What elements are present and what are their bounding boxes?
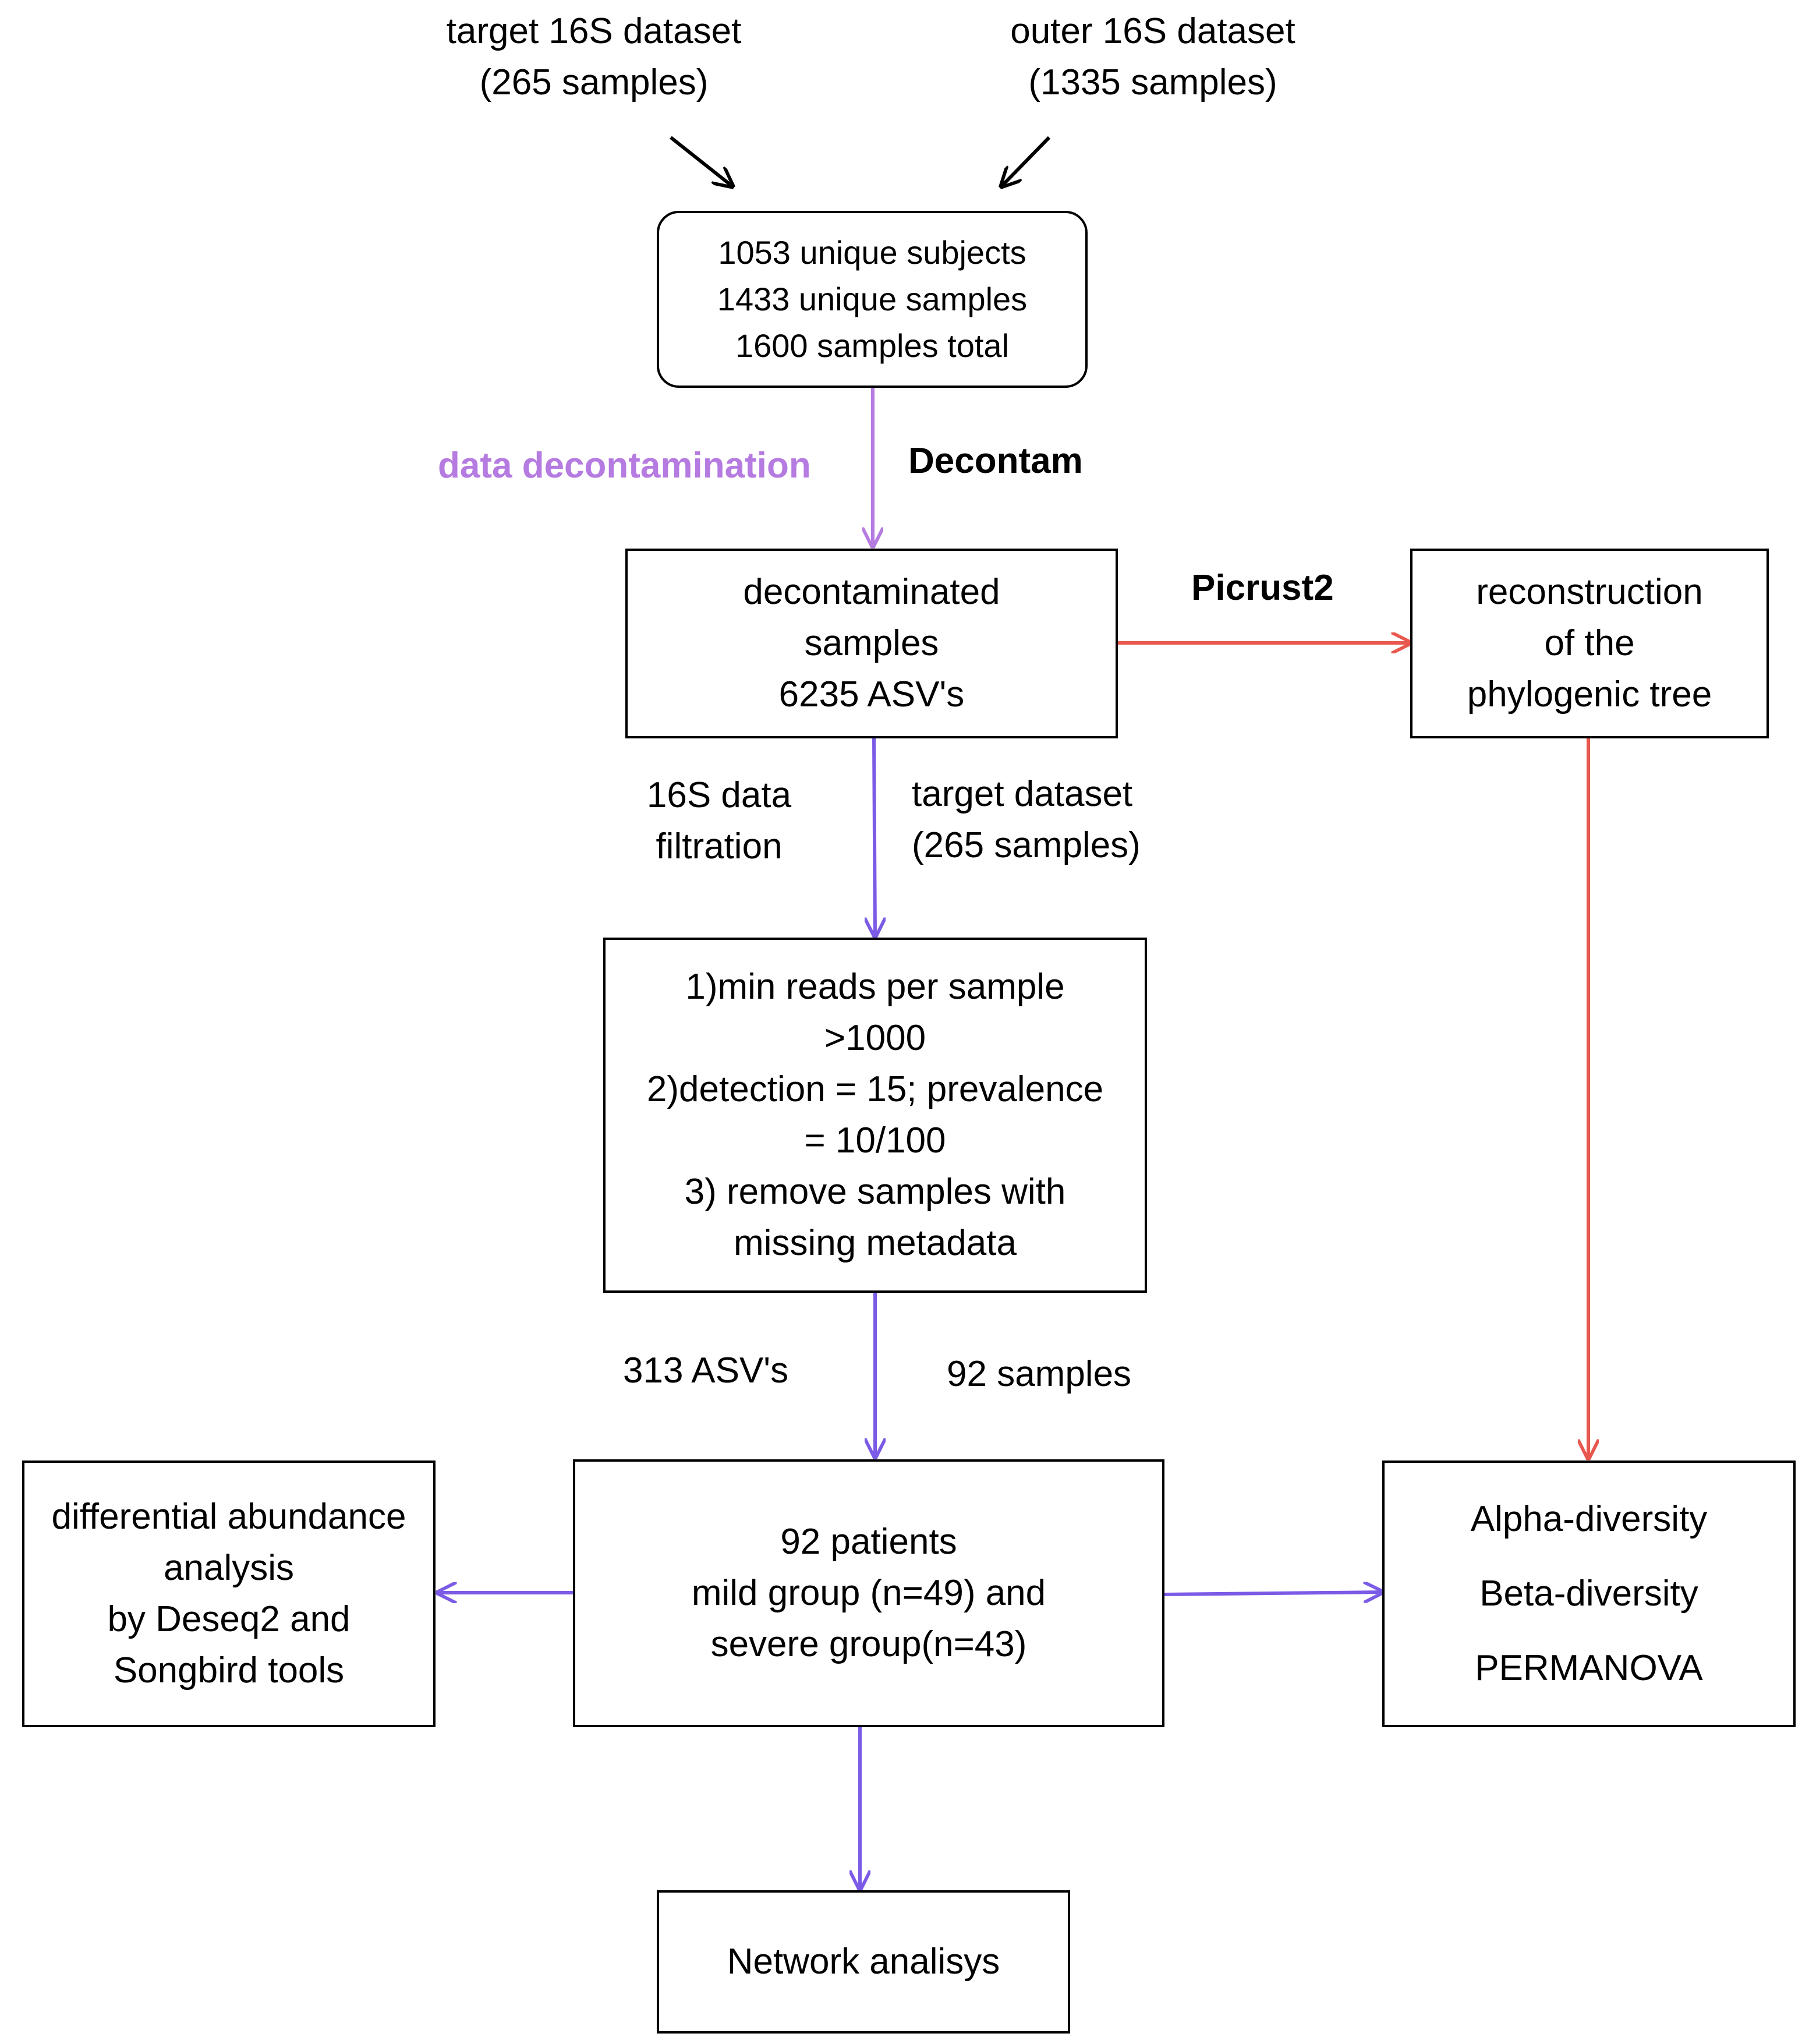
filter-line-5: 3) remove samples with	[684, 1172, 1066, 1212]
decontaminated-line-2: samples	[804, 623, 939, 663]
arrow-target-to-summary	[670, 136, 732, 186]
summary-total-samples: 1600 samples total	[735, 327, 1010, 364]
outer-dataset-label: outer 16S dataset (1335 samples)	[967, 6, 1339, 108]
diff-line-3: by Deseq2 and	[107, 1599, 351, 1639]
outer-dataset-title: outer 16S dataset	[1010, 11, 1295, 51]
decontamination-step-label: data decontamination	[438, 445, 811, 486]
patients-mild-group: mild group (n=49) and	[691, 1573, 1046, 1613]
outer-dataset-count: (1335 samples)	[1028, 62, 1277, 102]
diff-line-2: analysis	[164, 1548, 294, 1588]
filtration-line-2: filtration	[656, 826, 783, 867]
arrow-patients-to-diversity	[1164, 1592, 1382, 1594]
network-analysis-box: Network analisys	[657, 1890, 1070, 2034]
filtration-step-label: 16S data filtration	[606, 770, 833, 872]
summary-unique-samples: 1433 unique samples	[717, 281, 1028, 317]
network-label: Network analisys	[727, 1942, 1000, 1982]
summary-subjects: 1053 unique subjects	[718, 234, 1026, 271]
decontam-tool-label: Decontam	[908, 441, 1083, 481]
alpha-diversity: Alpha-diversity	[1470, 1499, 1708, 1539]
filter-criteria-box: 1)min reads per sample >1000 2)detection…	[603, 938, 1147, 1293]
arrow-filtration	[874, 738, 875, 936]
diversity-box: Alpha-diversity Beta-diversity PERMANOVA	[1382, 1460, 1796, 1727]
diff-line-1: differential abundance	[51, 1497, 406, 1537]
filtration-target-label: target dataset (265 samples)	[912, 769, 1141, 871]
filtration-line-1: 16S data	[646, 775, 792, 815]
filtration-target-title: target dataset	[912, 774, 1133, 814]
filter-line-1: 1)min reads per sample	[685, 967, 1065, 1007]
target-dataset-count: (265 samples)	[479, 62, 709, 102]
filter-line-2: >1000	[824, 1018, 926, 1058]
patients-severe-group: severe group(n=43)	[710, 1624, 1027, 1664]
picrust-tool-label: Picrust2	[1191, 568, 1334, 608]
diff-line-4: Songbird tools	[113, 1650, 345, 1691]
arrow-outer-to-summary	[1001, 136, 1051, 186]
target-dataset-label: target 16S dataset (265 samples)	[419, 6, 769, 108]
decontaminated-samples-box: decontaminated samples 6235 ASV's	[625, 549, 1118, 738]
differential-abundance-box: differential abundance analysis by Deseq…	[22, 1460, 436, 1727]
filter-line-4: = 10/100	[804, 1120, 946, 1161]
patients-box: 92 patients mild group (n=49) and severe…	[573, 1459, 1164, 1727]
patients-total: 92 patients	[780, 1522, 957, 1562]
phylo-line-2: of the	[1544, 623, 1635, 663]
phylo-line-3: phylogenic tree	[1467, 674, 1712, 715]
decontaminated-asv-count: 6235 ASV's	[778, 674, 965, 715]
target-dataset-title: target 16S dataset	[446, 11, 742, 51]
asv-count-label: 313 ASV's	[623, 1350, 789, 1391]
permanova: PERMANOVA	[1475, 1648, 1703, 1688]
decontaminated-line-1: decontaminated	[743, 572, 1000, 612]
samples-count-label: 92 samples	[947, 1354, 1132, 1394]
phylo-line-1: reconstruction	[1476, 572, 1703, 612]
beta-diversity: Beta-diversity	[1479, 1573, 1698, 1614]
filtration-target-count: (265 samples)	[912, 825, 1141, 865]
filter-line-3: 2)detection = 15; prevalence	[646, 1069, 1104, 1109]
phylogenic-tree-box: reconstruction of the phylogenic tree	[1410, 549, 1769, 738]
summary-box: 1053 unique subjects 1433 unique samples…	[657, 211, 1088, 388]
filter-line-6: missing metadata	[734, 1223, 1017, 1263]
